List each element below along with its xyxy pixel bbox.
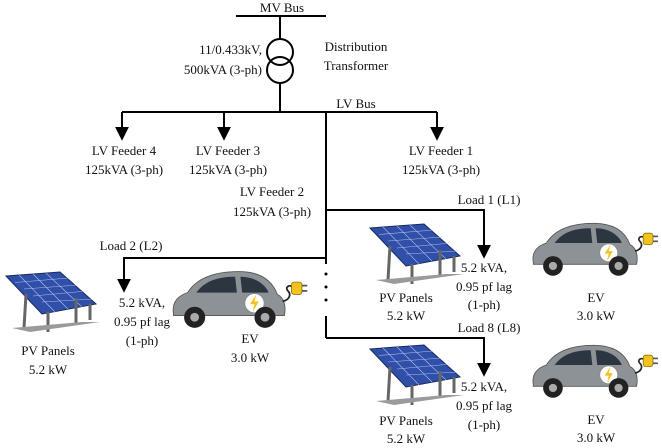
load8-line1: 5.2 kVA, xyxy=(461,379,507,394)
ev-car-icon-load2 xyxy=(172,270,309,329)
load8-label: Load 8 (L8) xyxy=(458,320,521,335)
pv-panel-icon-load1 xyxy=(368,222,466,286)
load8-line3: (1-ph) xyxy=(468,417,501,432)
ev-name-load8: EV xyxy=(587,412,605,427)
pv-rating-load1: 5.2 kW xyxy=(387,308,426,323)
pv-name-load1: PV Panels xyxy=(379,290,433,305)
mv-bus-label: MV Bus xyxy=(260,0,304,15)
feeder1-rating: 125kVA (3-ph) xyxy=(402,162,480,177)
transformer-rating-2: 500kVA (3-ph) xyxy=(184,62,262,77)
transformer-name-1: Distribution xyxy=(325,39,388,54)
transformer-rating-1: 11/0.433kV, xyxy=(199,42,262,57)
feeder2-rating: 125kVA (3-ph) xyxy=(233,204,311,219)
load2-label: Load 2 (L2) xyxy=(100,238,163,253)
feeder3-name: LV Feeder 3 xyxy=(196,143,260,158)
load2-line3: (1-ph) xyxy=(126,333,159,348)
pv-rating-load8: 5.2 kW xyxy=(387,431,426,446)
feeder2-continuation-dots xyxy=(324,272,328,302)
pv-panel-icon-load2 xyxy=(4,270,102,334)
load1-branch xyxy=(326,209,491,259)
load2-branch xyxy=(117,257,326,293)
ev-car-icon-load8 xyxy=(532,344,659,399)
load2-line1: 5.2 kVA, xyxy=(119,295,165,310)
load1-label: Load 1 (L1) xyxy=(458,192,521,207)
load1-line3: (1-ph) xyxy=(468,297,501,312)
ev-name-load1: EV xyxy=(587,290,605,305)
load8-line2: 0.95 pf lag xyxy=(456,398,512,413)
ev-rating-load8: 3.0 kW xyxy=(577,430,616,445)
transformer-symbol xyxy=(266,38,294,84)
pv-rating-load2: 5.2 kW xyxy=(29,362,68,377)
pv-panel-icon-load8 xyxy=(368,343,466,407)
feeder3-rating: 125kVA (3-ph) xyxy=(189,162,267,177)
ev-car-icon-load1 xyxy=(532,222,659,277)
load8-branch xyxy=(326,337,491,377)
feeder4-name: LV Feeder 4 xyxy=(92,143,157,158)
ev-rating-load2: 3.0 kW xyxy=(231,350,270,365)
transformer-name-2: Transformer xyxy=(324,58,389,73)
load1-line2: 0.95 pf lag xyxy=(456,279,512,294)
feeder1-name: LV Feeder 1 xyxy=(409,143,473,158)
lv-bus-label: LV Bus xyxy=(336,96,375,111)
feeder2-name: LV Feeder 2 xyxy=(240,184,304,199)
pv-name-load8: PV Panels xyxy=(379,413,433,428)
pv-name-load2: PV Panels xyxy=(21,343,75,358)
feeder4-rating: 125kVA (3-ph) xyxy=(85,162,163,177)
ev-rating-load1: 3.0 kW xyxy=(577,308,616,323)
ev-name-load2: EV xyxy=(241,331,259,346)
load2-line2: 0.95 pf lag xyxy=(114,314,170,329)
load1-line1: 5.2 kVA, xyxy=(461,260,507,275)
